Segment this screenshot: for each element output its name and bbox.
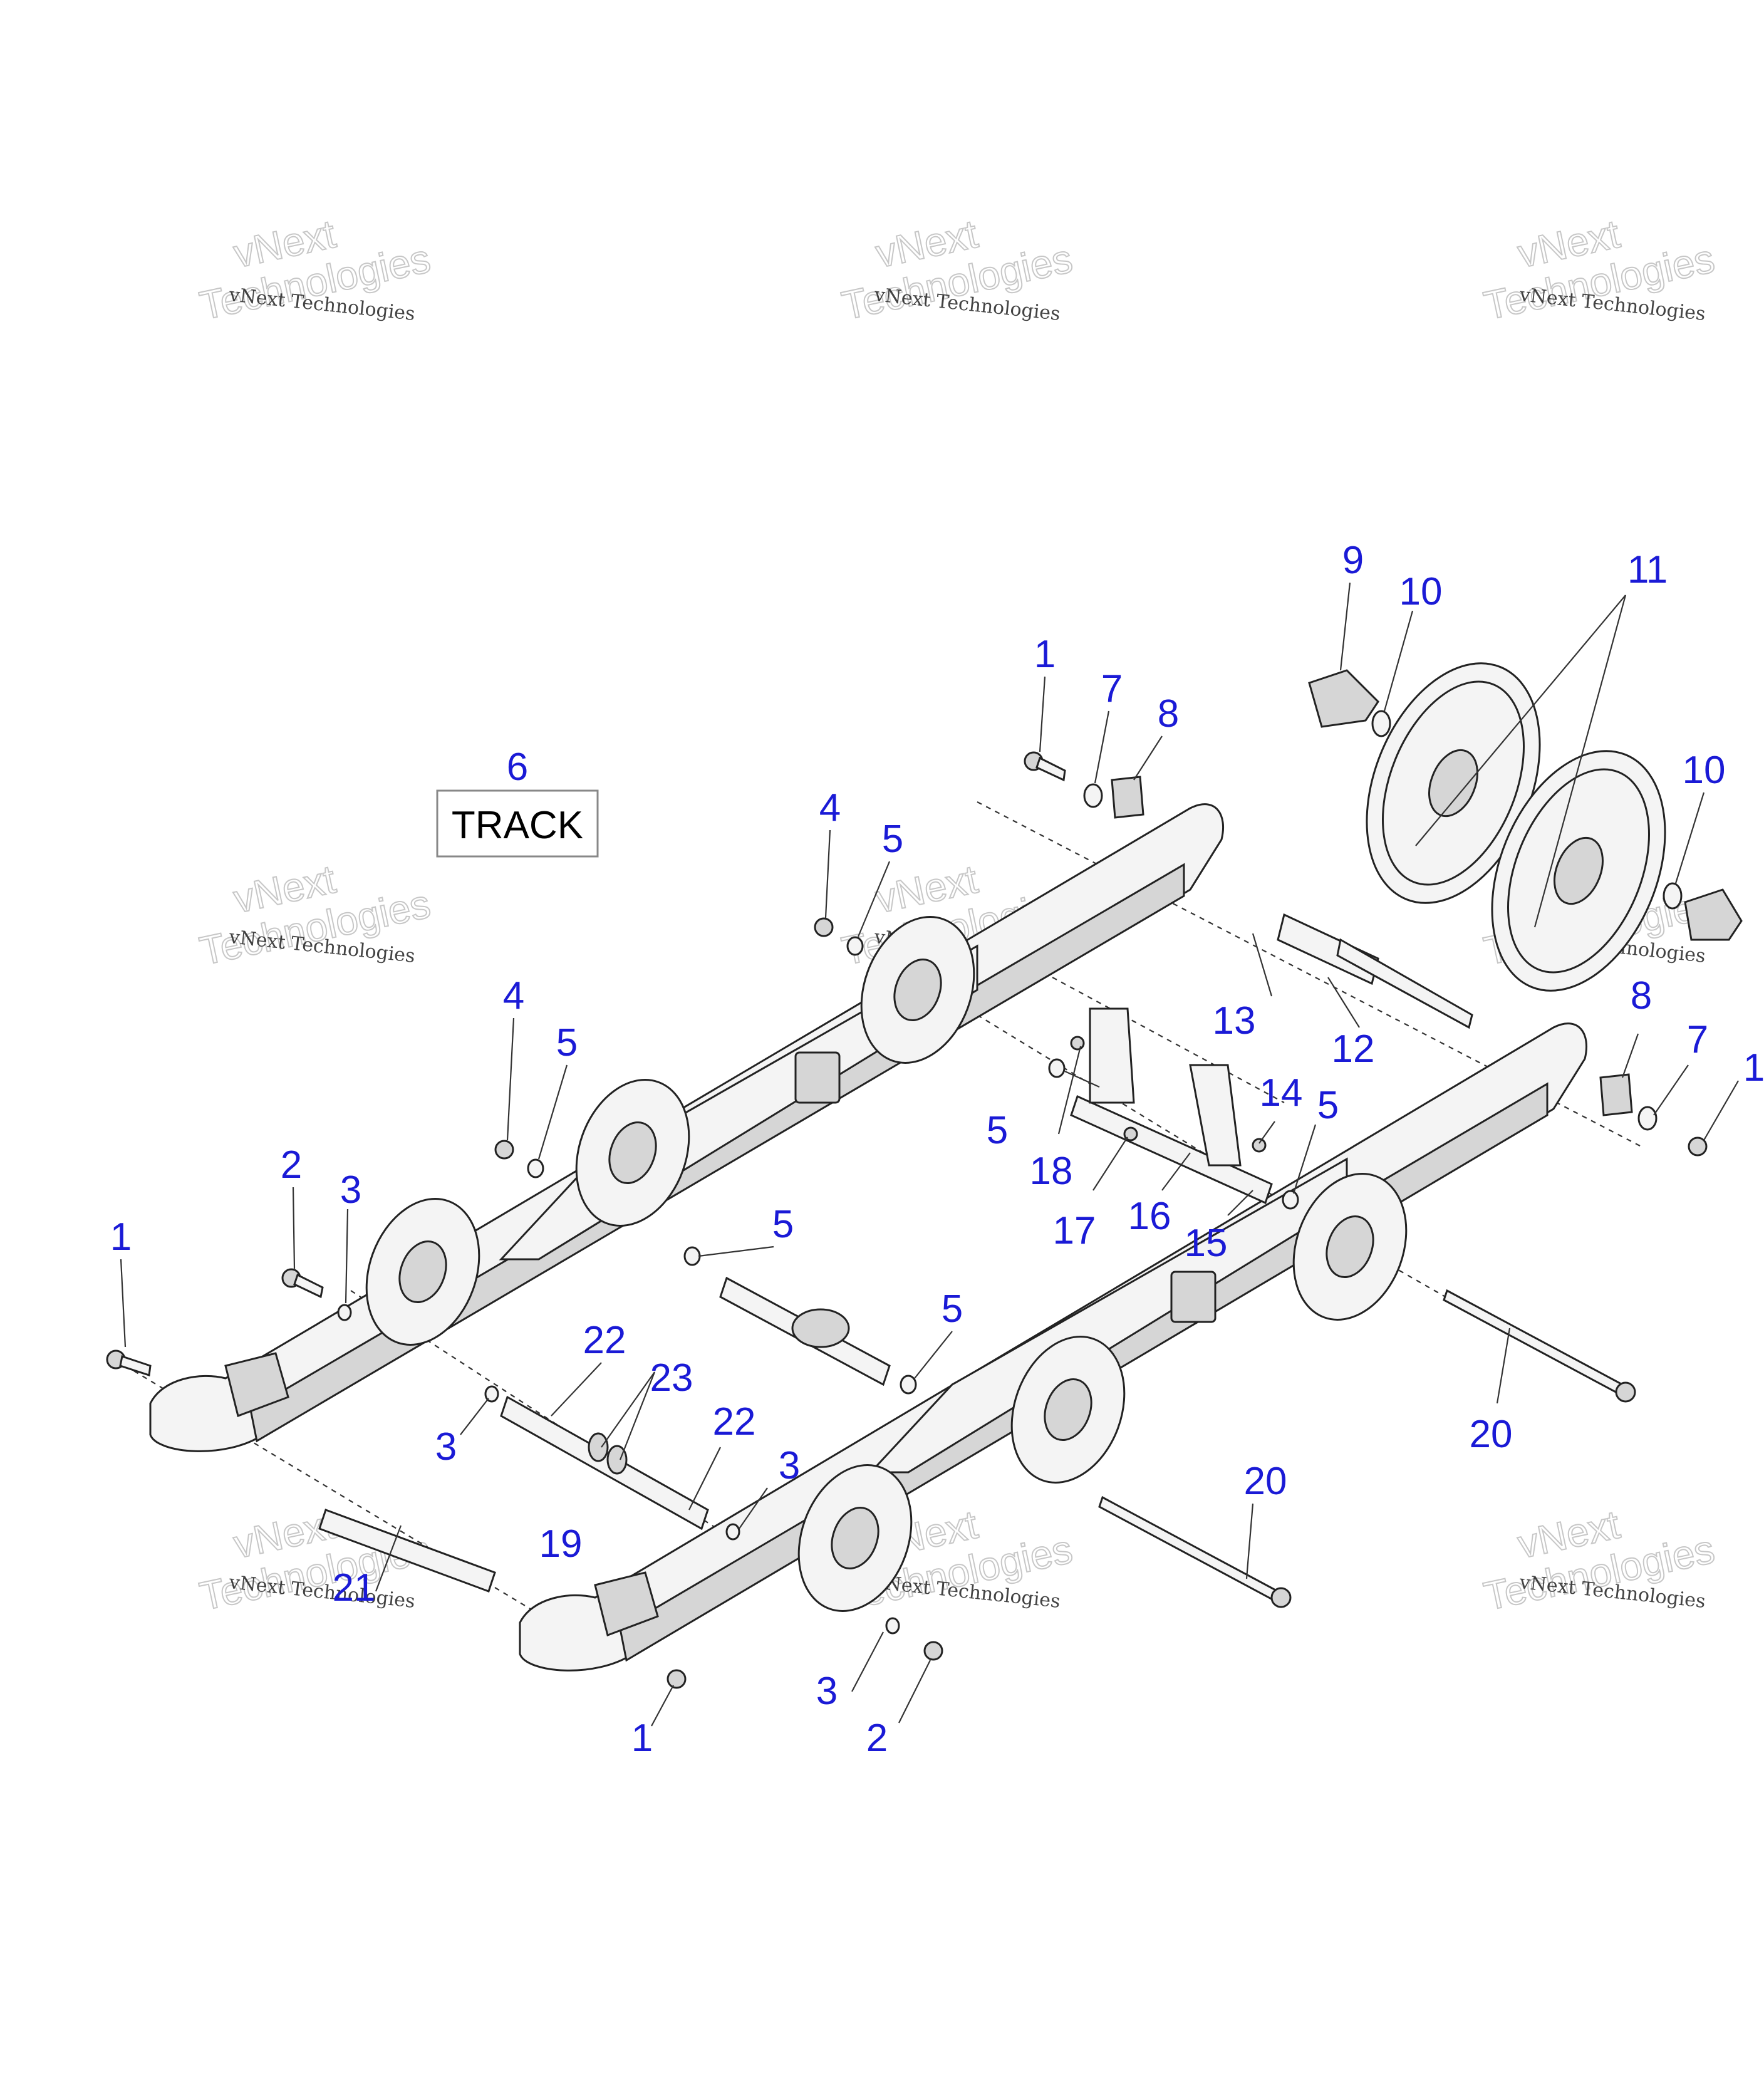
shafts: [318, 913, 1636, 1608]
callout-5: 5: [556, 1021, 578, 1064]
callout-8: 8: [1631, 974, 1652, 1017]
callout-7: 7: [1101, 667, 1123, 710]
callout-16: 16: [1128, 1195, 1171, 1238]
callout-5: 5: [1317, 1084, 1339, 1127]
callout-5: 5: [882, 818, 903, 861]
callout-23: 23: [650, 1356, 693, 1400]
callout-19: 19: [539, 1522, 583, 1566]
callout-20: 20: [1470, 1413, 1513, 1456]
callout-5: 5: [772, 1203, 794, 1246]
track-box: TRACK: [436, 789, 599, 858]
callout-6: 6: [507, 746, 528, 789]
callout-2: 2: [281, 1143, 302, 1187]
callout-1: 1: [631, 1717, 653, 1760]
callout-13: 13: [1213, 999, 1256, 1042]
callout-10: 10: [1683, 749, 1726, 792]
callout-3: 3: [340, 1168, 361, 1212]
callout-8: 8: [1158, 692, 1179, 736]
callout-3: 3: [435, 1425, 457, 1469]
track-label: TRACK: [452, 804, 583, 847]
callout-4: 4: [503, 974, 524, 1017]
callout-4: 4: [819, 786, 841, 829]
hardware: [106, 751, 1708, 1689]
callout-3: 3: [816, 1670, 838, 1713]
callout-5: 5: [987, 1109, 1008, 1152]
callout-1: 1: [110, 1215, 132, 1259]
callout-7: 7: [1687, 1018, 1708, 1061]
callout-5: 5: [942, 1287, 963, 1331]
callout-22: 22: [583, 1319, 626, 1362]
callout-1: 1: [1034, 633, 1056, 676]
callout-14: 14: [1260, 1071, 1303, 1115]
callout-17: 17: [1053, 1209, 1096, 1252]
callout-9: 9: [1342, 539, 1364, 582]
callout-18: 18: [1030, 1150, 1073, 1193]
rear-idler-wheels: [1308, 662, 1743, 992]
watermarks: vNext Technologies vNext Technologies vN…: [195, 211, 1719, 1620]
callout-15: 15: [1185, 1222, 1228, 1265]
right-rail: [519, 1022, 1588, 1672]
callout-3: 3: [779, 1444, 800, 1487]
callout-21: 21: [333, 1566, 376, 1609]
callout-11: 11: [1627, 548, 1668, 591]
leader-lines: [120, 582, 1739, 1727]
callout-2: 2: [866, 1717, 888, 1760]
left-rail: [149, 803, 1225, 1452]
callouts: 1 1 1 1 2 2 3 3 3 3 4 4 5 5 5 5 5 5 6 7 …: [110, 539, 1764, 1760]
callout-22: 22: [713, 1400, 756, 1443]
callout-10: 10: [1399, 570, 1443, 613]
callout-1: 1: [1743, 1046, 1764, 1089]
callout-20: 20: [1244, 1460, 1287, 1503]
callout-12: 12: [1332, 1027, 1375, 1071]
